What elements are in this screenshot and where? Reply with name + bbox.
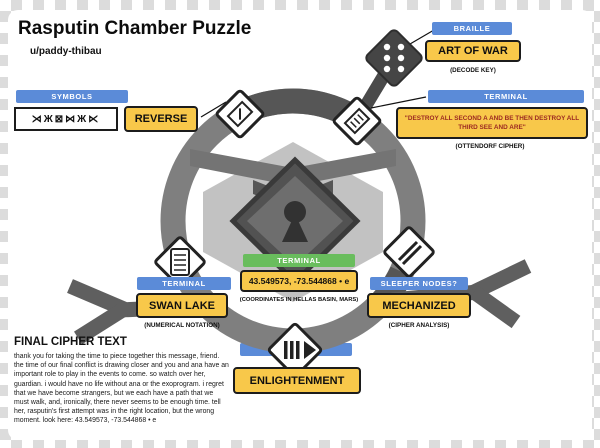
- final-cipher-heading: FINAL CIPHER TEXT: [14, 336, 127, 348]
- terminal-ottendorf-value: "DESTROY ALL SECOND A AND BE THEN DESTRO…: [396, 107, 588, 139]
- sleeper-nodes-header: SLEEPER NODES?: [370, 277, 468, 290]
- terminal-coordinates-value: 43.549573, -73.544868 • e: [240, 270, 358, 292]
- enlightenment-header: [240, 343, 352, 356]
- terminal-coordinates-caption: (COORDINATES IN HELLAS BASIN, MARS): [239, 297, 359, 303]
- terminal-ottendorf-caption: (OTTENDORF CIPHER): [455, 143, 525, 150]
- sleeper-nodes-value: MECHANIZED: [367, 293, 471, 318]
- page-title: Rasputin Chamber Puzzle: [18, 18, 252, 39]
- author-credit: u/paddy-thibau: [30, 46, 102, 57]
- terminal-swan-caption: (NUMERICAL NOTATION): [144, 322, 220, 329]
- braille-header: BRAILLE: [432, 22, 512, 35]
- symbols-value: REVERSE: [124, 106, 198, 132]
- symbols-glyphs: ⋊Ж⊠⋈Ж⋉: [14, 107, 118, 131]
- terminal-ottendorf-header: TERMINAL: [428, 90, 584, 103]
- braille-value: ART OF WAR: [425, 40, 521, 62]
- symbols-header: SYMBOLS: [16, 90, 128, 103]
- terminal-swan-header: TERMINAL: [137, 277, 231, 290]
- final-cipher-text: thank you for taking the time to piece t…: [14, 353, 229, 425]
- sleeper-nodes-caption: (CIPHER ANALYSIS): [388, 322, 450, 329]
- braille-caption: (DECODE KEY): [450, 67, 496, 74]
- enlightenment-value: ENLIGHTENMENT: [233, 367, 361, 394]
- terminal-swan-value: SWAN LAKE: [136, 293, 228, 318]
- terminal-coordinates-header: TERMINAL: [243, 254, 355, 267]
